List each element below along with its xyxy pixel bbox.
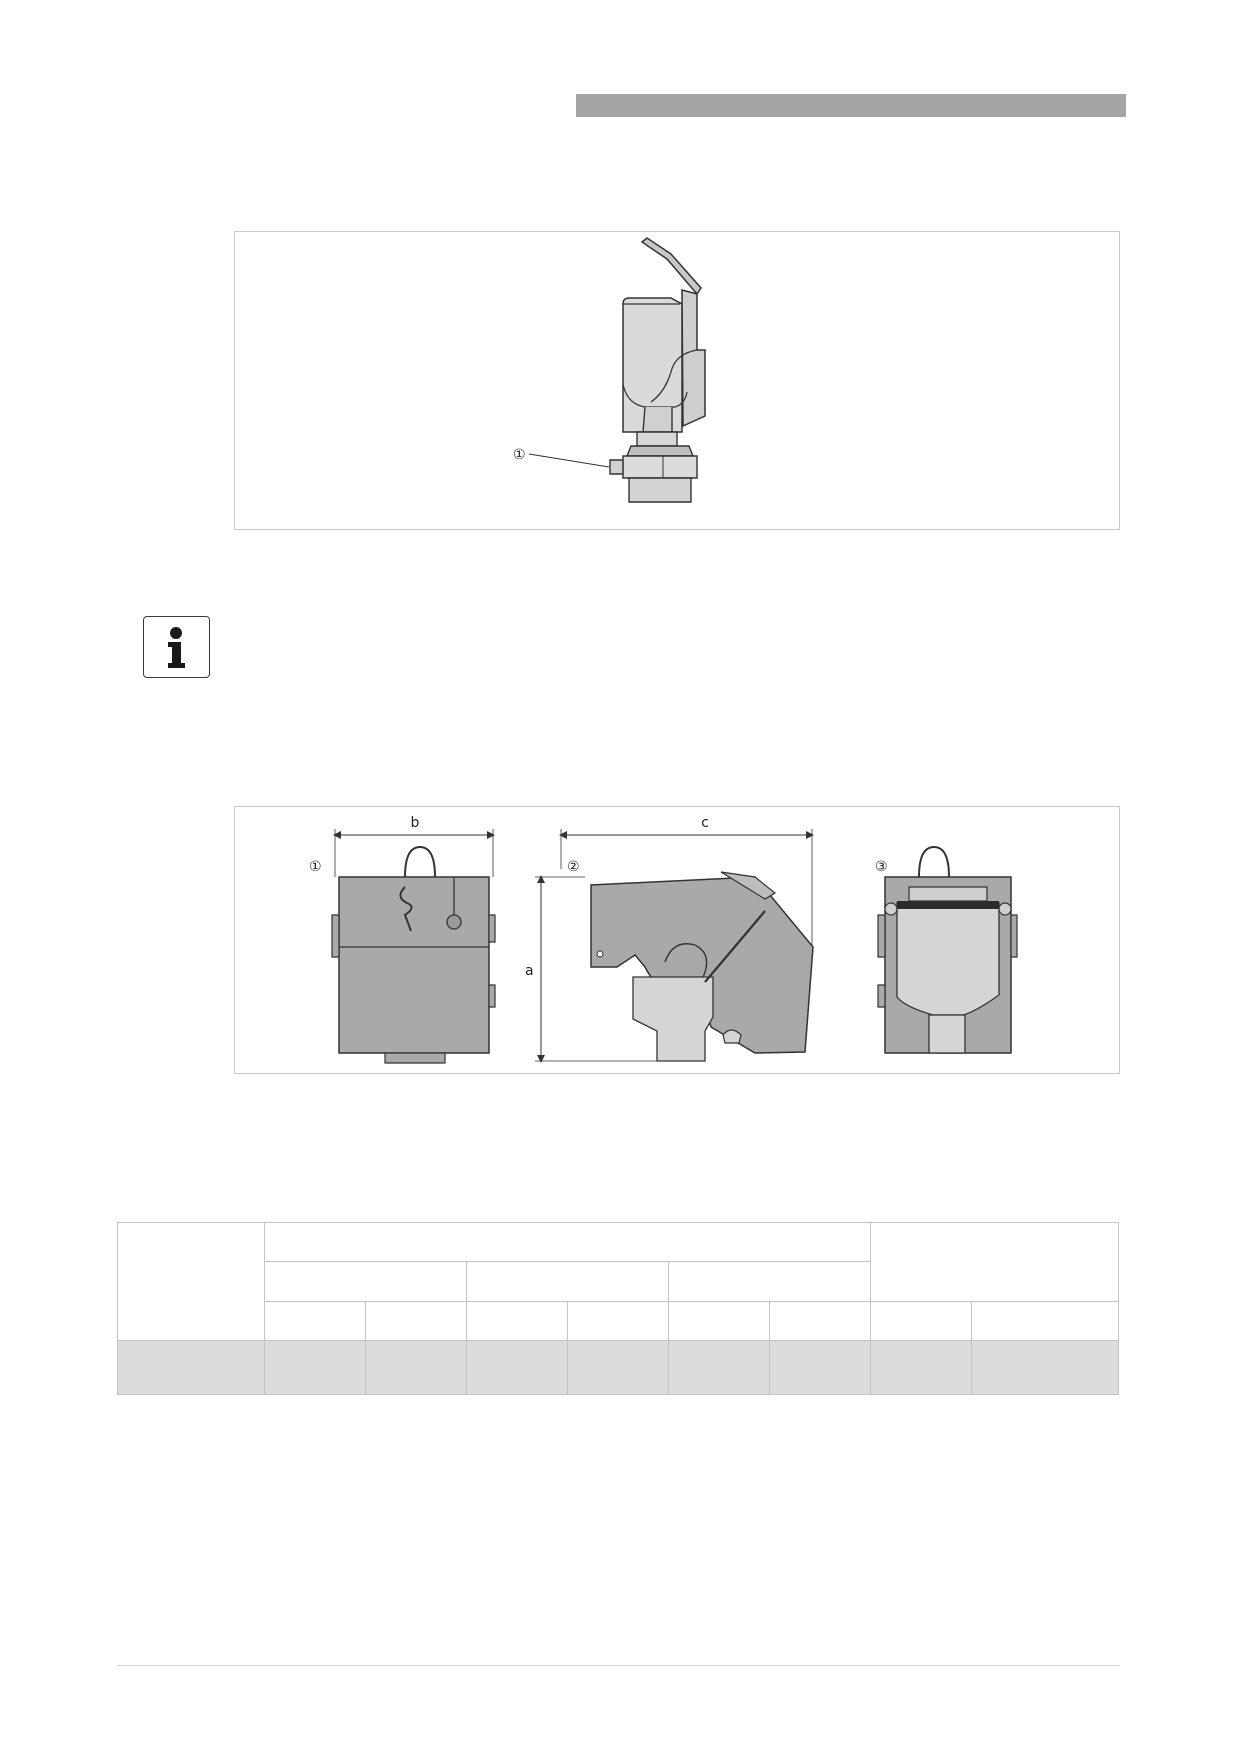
table-row <box>116 1340 1120 1395</box>
table-header-cell <box>264 1300 367 1342</box>
figure-weather-protection-views: b ① c ② a <box>234 806 1120 1074</box>
table-cell <box>869 1340 972 1395</box>
table-header-cell <box>667 1261 871 1302</box>
table-header-cell <box>466 1300 568 1342</box>
weather-protection-drawing: b ① c ② a <box>309 815 1018 1064</box>
table-header-cell <box>970 1300 1120 1342</box>
view-marker-3: ③ <box>875 859 888 875</box>
callout-leader-line <box>528 453 610 468</box>
table-header-cell <box>365 1300 468 1342</box>
table-header-cell <box>264 1221 871 1263</box>
info-glyph <box>168 627 185 668</box>
table-cell <box>667 1340 770 1395</box>
view-front: b ① <box>309 815 496 1064</box>
process-flange <box>622 455 698 479</box>
dimension-c-label: c <box>701 815 709 831</box>
table-cell <box>970 1340 1120 1395</box>
info-icon <box>143 616 210 678</box>
view-marker-2: ② <box>567 859 580 875</box>
table-header-cell <box>566 1300 669 1342</box>
table-header-cell <box>869 1300 972 1342</box>
table-header-cell <box>116 1221 266 1342</box>
footer-divider <box>117 1665 1120 1666</box>
header-bar <box>576 94 1126 117</box>
table-header-cell <box>466 1261 669 1302</box>
table-cell <box>466 1340 568 1395</box>
table-header-cell <box>768 1300 871 1342</box>
dimension-b-label: b <box>411 815 420 831</box>
table-cell <box>768 1340 871 1395</box>
device-side-view-drawing: ① <box>513 237 706 503</box>
view-side: c ② a <box>525 815 814 1063</box>
callout-1: ① <box>513 447 526 463</box>
table-header-cell <box>667 1300 770 1342</box>
table-cell <box>116 1340 266 1395</box>
table-header-cell <box>869 1222 1120 1302</box>
housing-right <box>681 289 706 428</box>
view-marker-1: ① <box>309 859 322 875</box>
view-back: ③ <box>875 845 1018 1054</box>
figure-device-side-view: ① <box>234 231 1120 530</box>
table-cell <box>566 1340 669 1395</box>
dimensions-table <box>116 1221 1120 1395</box>
dimension-a-label: a <box>525 963 534 979</box>
lid-flap <box>640 237 702 296</box>
table-header-cell <box>264 1261 468 1302</box>
side-nut <box>609 459 624 475</box>
table-cell <box>264 1340 367 1395</box>
table-cell <box>365 1340 468 1395</box>
